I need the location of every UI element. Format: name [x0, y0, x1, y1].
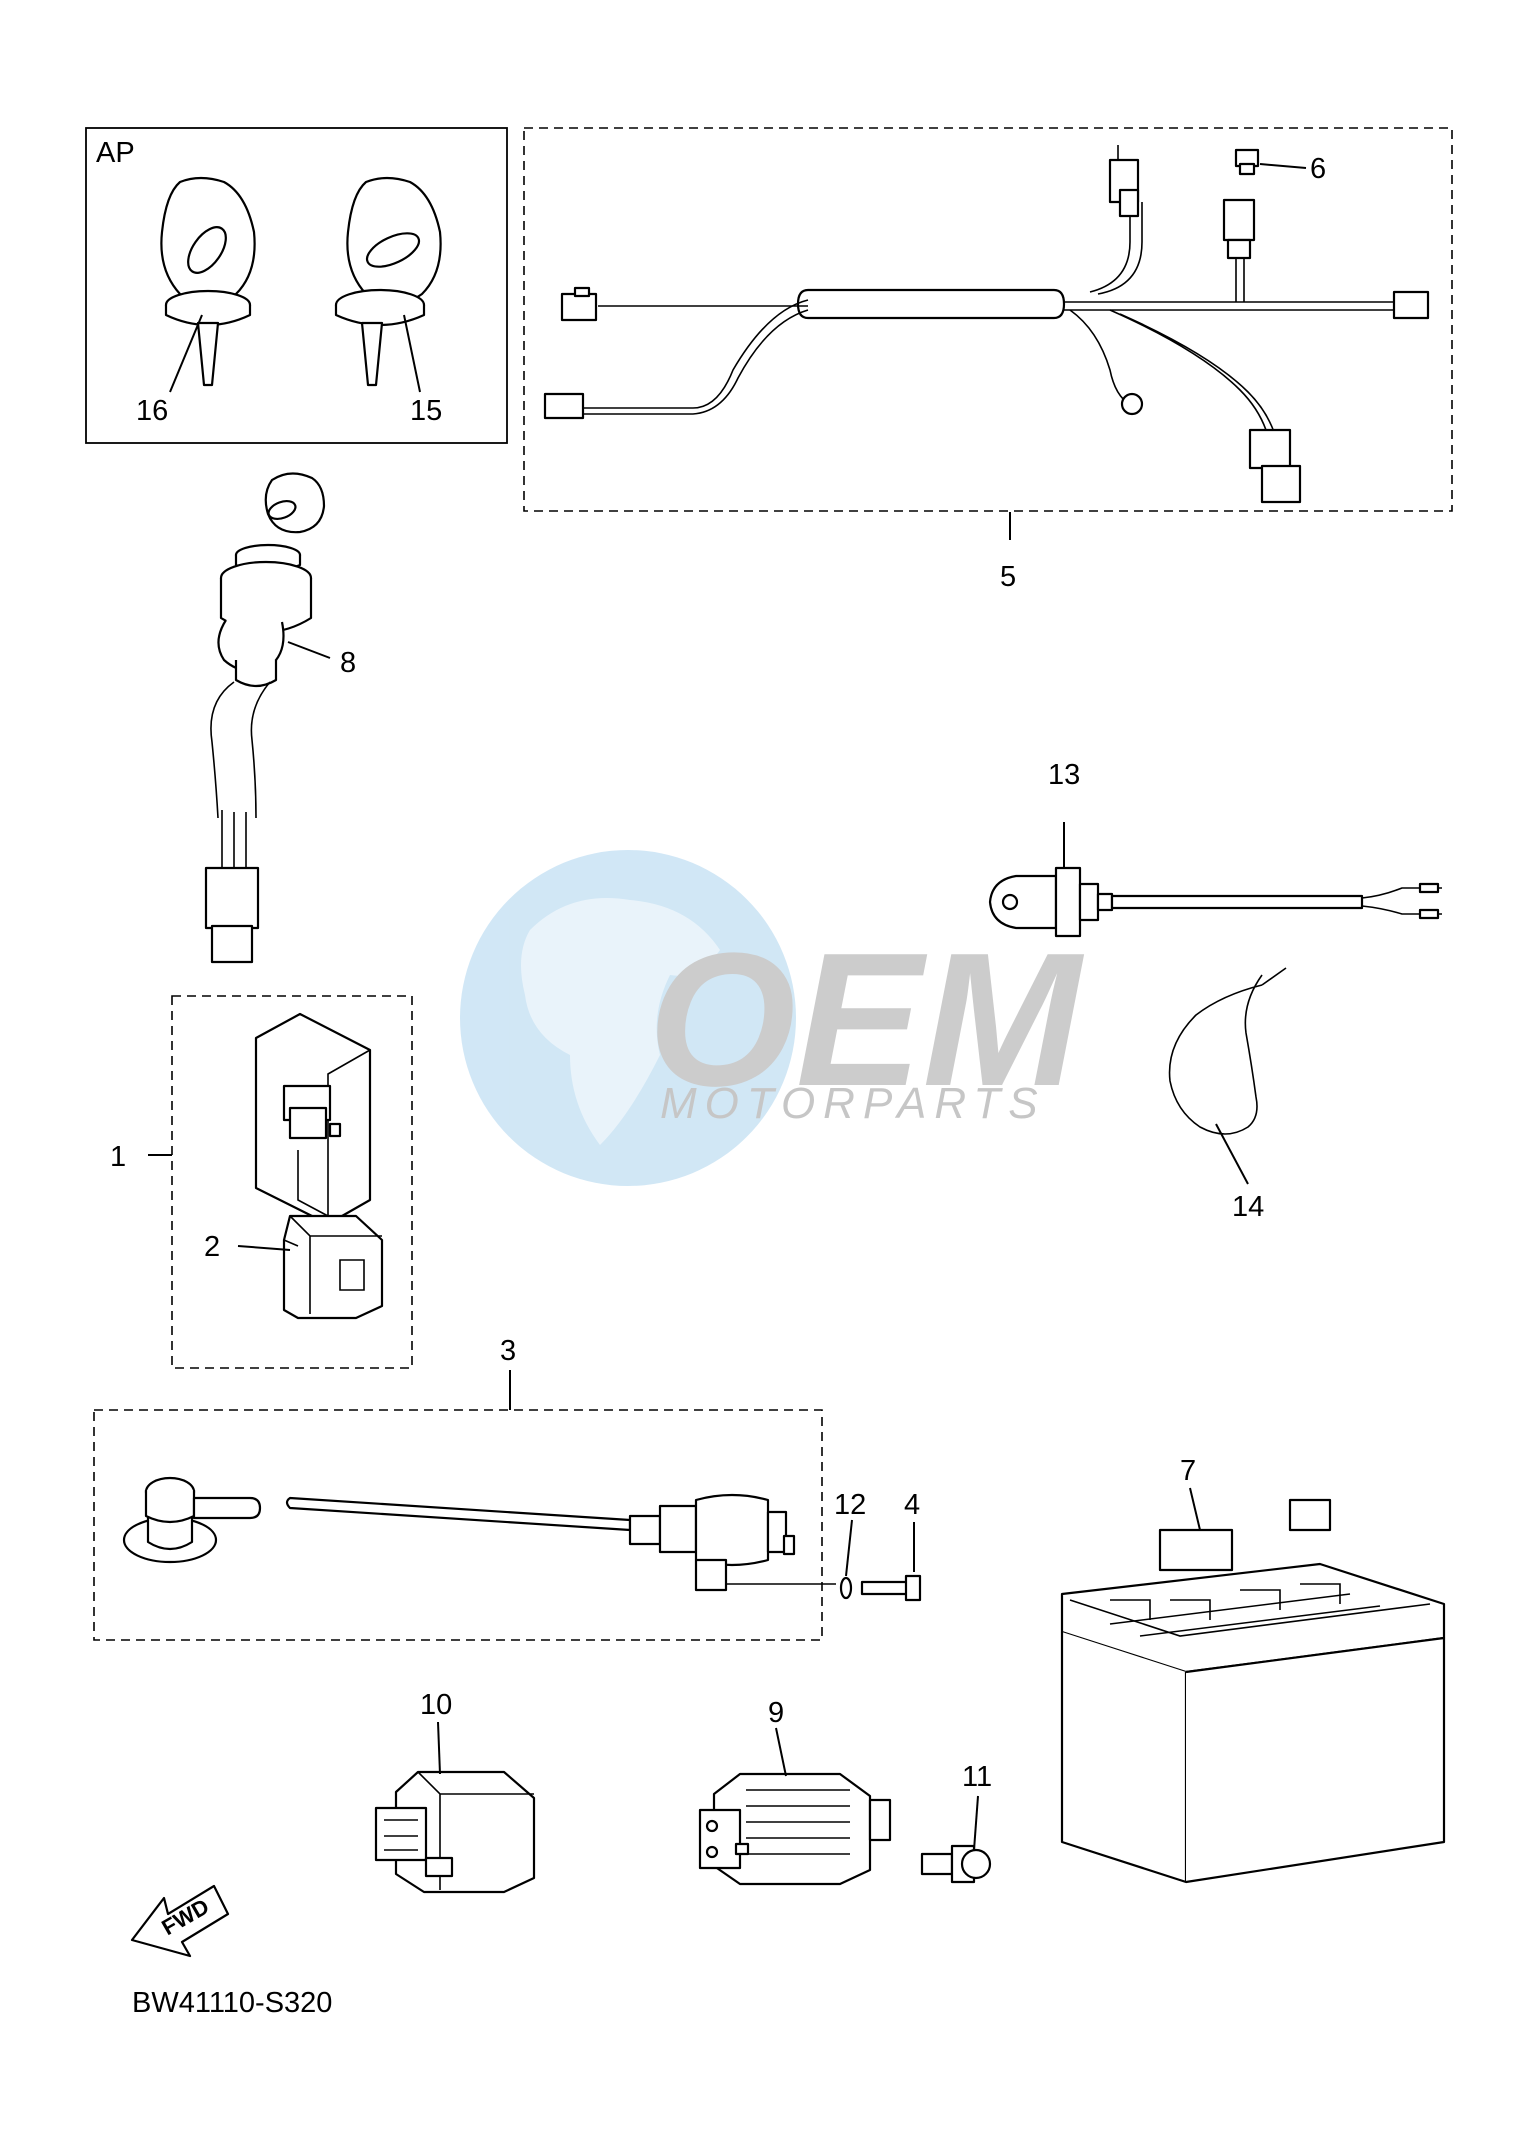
callout-2: 2 [204, 1231, 220, 1263]
cdi-unit-part-1[interactable] [254, 1012, 372, 1226]
ignition-box [93, 1409, 823, 1641]
callout-4: 4 [904, 1489, 920, 1521]
diagram-code: BW41110-S320 [132, 1987, 332, 2019]
rectifier-part-9[interactable] [698, 1772, 892, 1886]
relay-part-2[interactable] [282, 1214, 384, 1320]
ap-box-label: AP [96, 137, 135, 169]
callout-11: 11 [962, 1761, 992, 1793]
key-part-15[interactable] [334, 176, 442, 387]
callout-3: 3 [500, 1335, 516, 1367]
fuse-part-6[interactable] [1234, 148, 1260, 176]
watermark-continents [521, 898, 720, 1145]
harness-box [523, 127, 1453, 512]
watermark-subtitle: MOTORPARTS [660, 1079, 1046, 1128]
watermark-brand: OEM [648, 914, 1085, 1126]
starter-relay-part-10[interactable] [374, 1770, 536, 1894]
key-part-16[interactable] [160, 176, 256, 387]
watermark: OEM MOTORPARTS [460, 850, 1085, 1186]
battery-part-7[interactable] [1060, 1498, 1446, 1884]
callout-10: 10 [420, 1689, 452, 1721]
callout-9: 9 [768, 1697, 784, 1729]
sensor-part-13[interactable] [988, 866, 1442, 938]
callout-8: 8 [340, 647, 356, 679]
callout-14: 14 [1232, 1191, 1264, 1223]
fwd-arrow-icon: FWD [130, 1884, 230, 1958]
callout-12: 12 [834, 1489, 866, 1521]
callout-13: 13 [1048, 759, 1080, 791]
wire-harness-part-5[interactable] [543, 145, 1430, 504]
bolt-part-4[interactable] [860, 1574, 922, 1602]
callout-15: 15 [410, 395, 442, 427]
callout-16: 16 [136, 395, 168, 427]
ignition-coil-part-3[interactable] [122, 1476, 836, 1592]
callout-7: 7 [1180, 1455, 1196, 1487]
callout-6: 6 [1310, 153, 1326, 185]
cdi-box [171, 995, 413, 1369]
ap-box [85, 127, 508, 444]
callout-1: 1 [110, 1141, 126, 1173]
main-switch-part-8[interactable] [204, 472, 326, 964]
cable-tie-part-14[interactable] [1168, 967, 1287, 1135]
callout-5: 5 [1000, 561, 1016, 593]
bolt-part-11[interactable] [920, 1844, 992, 1884]
washer-part-12[interactable] [839, 1576, 853, 1600]
